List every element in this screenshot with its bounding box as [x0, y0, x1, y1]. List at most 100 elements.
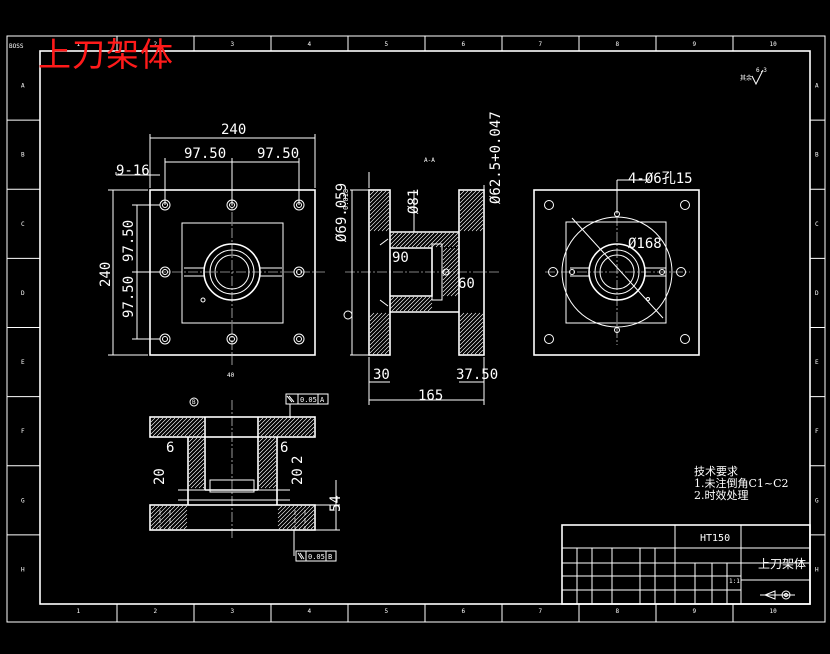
zone-row-B: B	[815, 152, 819, 159]
dim-left-a: 6	[166, 440, 174, 456]
zone-row-C: C	[815, 221, 819, 228]
zone-row-A: A	[815, 83, 819, 90]
left-view-boss	[181, 222, 284, 324]
dim-overall-width: 240	[221, 122, 246, 138]
tol-top-datum: A	[320, 396, 325, 404]
zone-col-8: 8	[616, 41, 620, 48]
dim-fit: Ø62.5+0.047	[488, 111, 504, 204]
bolt-hole	[680, 200, 690, 210]
zone-col-10: 10	[770, 608, 778, 615]
zone-row-F: F	[815, 428, 819, 435]
zone-row-H: H	[21, 566, 25, 573]
dim-left-b: 20	[152, 468, 168, 485]
zone-col-7: 7	[539, 41, 543, 48]
dim-right-holes: 4-Ø6孔15	[628, 171, 693, 187]
notes-line-2: 2.时效处理	[694, 489, 749, 502]
dim-pitch-side-lower: 97.50	[121, 276, 137, 318]
zone-col-8: 8	[616, 608, 620, 615]
bottom-view: 0.05 A 0.05 B B 6 20 6 20 2 54	[149, 393, 344, 562]
zone-row-C: C	[21, 221, 25, 228]
corner-tag: BOSS	[9, 43, 24, 50]
part-name-label: 上刀架体	[758, 557, 806, 571]
dim-outer-dia-tol: 0.018	[342, 189, 350, 210]
dim-holes: 9-16	[116, 163, 150, 179]
dim-right-circle: Ø168	[628, 236, 662, 252]
zone-col-5: 5	[385, 608, 389, 615]
surface-finish-symbol: 其余 6.3	[740, 67, 767, 86]
left-view: 240 97.50 97.50 9-16 240 97.50 97.50 40	[98, 122, 325, 379]
dim-overall-height: 240	[98, 262, 114, 287]
sheet-outer-border	[6, 35, 826, 623]
dim-flange-left: 30	[373, 367, 390, 383]
dim-right-c: 2	[290, 456, 306, 464]
notes-heading: 技术要求	[694, 465, 738, 478]
svg-text:6.3: 6.3	[756, 67, 767, 74]
zone-row-G: G	[21, 497, 25, 504]
zone-row-H: H	[815, 566, 819, 573]
zone-col-2: 2	[154, 41, 158, 48]
bolt-hole	[159, 333, 171, 345]
zone-row-E: E	[815, 359, 819, 366]
zone-col-6: 6	[462, 608, 466, 615]
zone-col-1: 1	[77, 41, 81, 48]
section-hatching	[369, 190, 484, 355]
svg-text:其余: 其余	[740, 74, 752, 82]
zone-col-4: 4	[308, 608, 312, 615]
dim-angle-bottom: 60	[458, 276, 475, 292]
dim-height: 54	[328, 495, 344, 512]
bolt-hole	[293, 333, 305, 345]
zone-row-B: B	[21, 152, 25, 159]
dim-pitch-top-right: 97.50	[257, 146, 299, 162]
zone-col-1: 1	[77, 608, 81, 615]
zone-col-6: 6	[462, 41, 466, 48]
dim-right-a: 6	[280, 440, 288, 456]
zone-col-2: 2	[154, 608, 158, 615]
zone-row-E: E	[21, 359, 25, 366]
bottom-view-marker: B	[192, 399, 196, 406]
notes-line-1: 1.未注倒角C1~C2	[694, 477, 789, 490]
zone-col-4: 4	[308, 41, 312, 48]
dim-right-b: 20	[290, 468, 306, 485]
bolt-hole	[544, 200, 554, 210]
zone-col-5: 5	[385, 41, 389, 48]
bolt-hole-inner	[162, 336, 168, 342]
material-label: HT150	[700, 533, 730, 544]
tol-bottom-datum: B	[328, 553, 332, 561]
zone-row-D: D	[815, 290, 819, 297]
right-view: 4-Ø6孔15 Ø168	[533, 171, 700, 356]
dim-bore: Ø81	[406, 189, 422, 214]
dim-pitch-top-left: 97.50	[184, 146, 226, 162]
dim-pitch-side-upper: 97.50	[121, 220, 137, 262]
tol-top-value: 0.05	[300, 396, 317, 404]
drawing-title: 上刀架体	[38, 35, 174, 74]
zone-col-10: 10	[770, 41, 778, 48]
zone-col-9: 9	[693, 41, 697, 48]
title-block: HT150 上刀架体 1:1	[561, 524, 811, 605]
zone-col-3: 3	[231, 608, 235, 615]
tol-bottom-value: 0.05	[308, 553, 325, 561]
zone-col-7: 7	[539, 608, 543, 615]
left-view-plate	[149, 189, 316, 356]
left-view-side-tag: 40	[227, 372, 235, 379]
bolt-hole	[680, 334, 690, 344]
zone-col-3: 3	[231, 41, 235, 48]
scale-label: 1:1	[729, 578, 740, 585]
bolt-hole-inner	[296, 336, 302, 342]
zone-row-A: A	[21, 83, 25, 90]
dim-overall-length: 165	[418, 388, 443, 404]
zone-row-F: F	[21, 428, 25, 435]
sheet-inner-border	[39, 50, 811, 605]
technical-notes: 技术要求 1.未注倒角C1~C2 2.时效处理	[694, 466, 789, 502]
section-view: A-A Ø81 Ø69.059 0.018 Ø62.5+0.047 90 60 …	[334, 111, 504, 405]
zone-row-G: G	[815, 497, 819, 504]
zone-col-9: 9	[693, 608, 697, 615]
dim-outer-dia: Ø69.059	[334, 183, 350, 242]
bolt-hole	[544, 334, 554, 344]
zone-row-D: D	[21, 290, 25, 297]
section-view-mark: A-A	[424, 157, 435, 164]
dim-flange-right: 37.50	[456, 367, 498, 383]
dim-angle-top: 90	[392, 250, 409, 266]
projection-symbol	[760, 590, 795, 600]
